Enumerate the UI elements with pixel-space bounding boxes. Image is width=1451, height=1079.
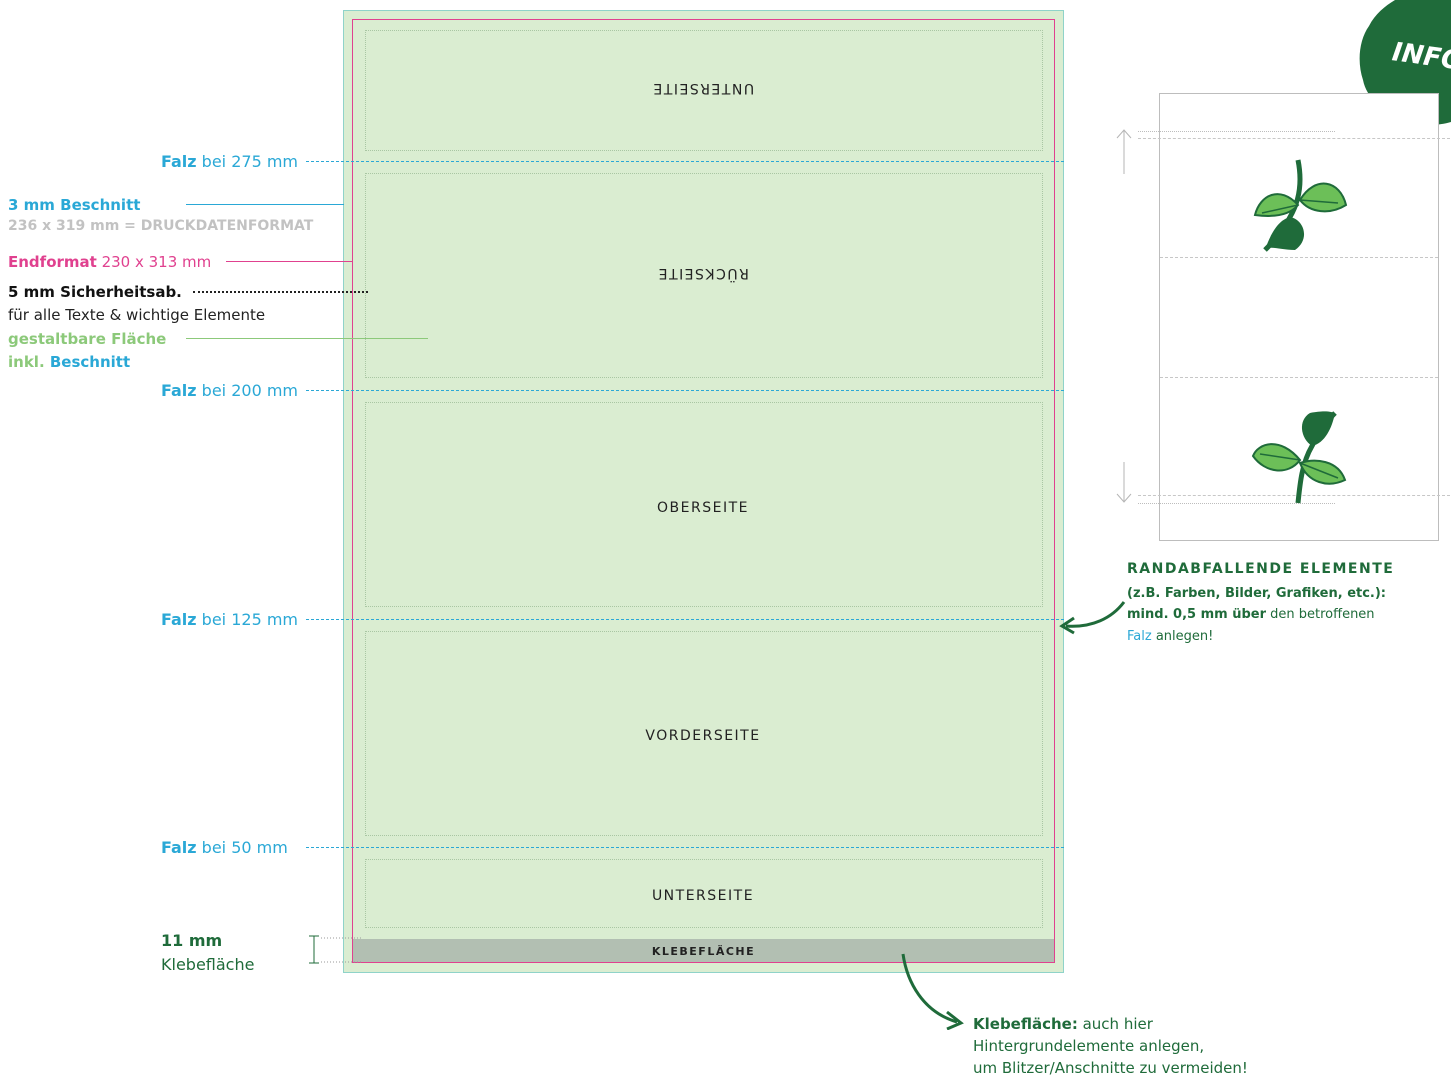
legend-final-format: Endformat 230 x 313 mm [8,253,212,271]
panel-label-unterseite-top: UNTERSEITE [651,80,755,96]
example-bleed-marker-bottom [1138,503,1335,504]
safety-area-vorderseite [365,631,1043,836]
fold-line-275 [306,161,1064,162]
example-fold-line-bottom [1138,495,1450,496]
legend-design-bleed: inkl. Beschnitt [8,353,131,371]
fold-line-50 [306,847,1064,848]
glue-area [353,939,1054,962]
panel-label-oberseite: OBERSEITE [657,500,749,516]
print-sheet-bleed [343,10,1064,973]
curved-arrow-to-fold-icon [1059,601,1126,635]
glue-area-label: KLEBEFLÄCHE [651,945,756,958]
legend-safety-sub: für alle Texte & wichtige Elemente [8,306,266,324]
glue-height-value: 11 mm [161,931,223,950]
legend-safety-title: 5 mm Sicherheitsab. [8,283,182,301]
glue-info-line2: Hintergrundelemente anlegen, [973,1037,1205,1055]
example-fold-line-top [1138,138,1450,139]
legend-bleed-line [186,204,344,205]
fold-line-125 [306,619,1064,620]
legend-bleed-title: 3 mm Beschnitt [8,196,141,214]
example-bleed-marker-top [1138,131,1335,132]
panel-label-vorderseite: VORDERSEITE [645,728,761,744]
leaf-bottom-icon [1251,411,1347,504]
fold-label-125: Falz bei 125 mm [161,610,299,629]
safety-area-rueckseite [365,173,1043,378]
legend-bleed-format: 236 x 319 mm = DRUCKDATENFORMAT [8,218,314,234]
glue-info-line3: um Blitzer/Anschnitte zu vermeiden! [973,1059,1248,1077]
safety-area-unterseite-bottom [365,859,1043,928]
glue-height-label: Klebefläche [161,955,255,974]
example-fold-line-1 [1160,257,1438,258]
fold-label-275: Falz bei 275 mm [161,152,299,171]
fold-label-200: Falz bei 200 mm [161,381,299,400]
bleed-info-line3: Falz anlegen! [1127,629,1214,644]
legend-safety-line [193,291,368,293]
fold-label-50: Falz bei 50 mm [161,838,288,857]
arrow-up-icon [1116,129,1132,174]
safety-area-oberseite [365,402,1043,607]
safety-area-unterseite-top [365,30,1043,151]
legend-design-area: gestaltbare Fläche [8,330,167,348]
bleed-info-line2: mind. 0,5 mm über den betroffenen [1127,607,1375,622]
curved-arrow-to-glue-icon [901,953,964,1030]
fold-line-200 [306,390,1064,391]
trim-border [352,19,1055,963]
glue-height-bracket-icon [309,935,363,964]
bleed-info-title: RANDABFALLENDE ELEMENTE [1127,561,1395,577]
legend-final-line [226,261,352,262]
panel-label-rueckseite: RÜCKSEITE [657,265,749,281]
glue-info-line1: Klebefläche: auch hier [973,1015,1153,1033]
arrow-down-icon [1116,462,1132,503]
example-fold-line-2 [1160,377,1438,378]
leaf-top-icon [1253,159,1348,252]
bleed-info-line1: (z.B. Farben, Bilder, Grafiken, etc.): [1127,586,1387,601]
panel-label-unterseite-bottom: UNTERSEITE [651,888,755,904]
legend-design-line [186,338,428,339]
